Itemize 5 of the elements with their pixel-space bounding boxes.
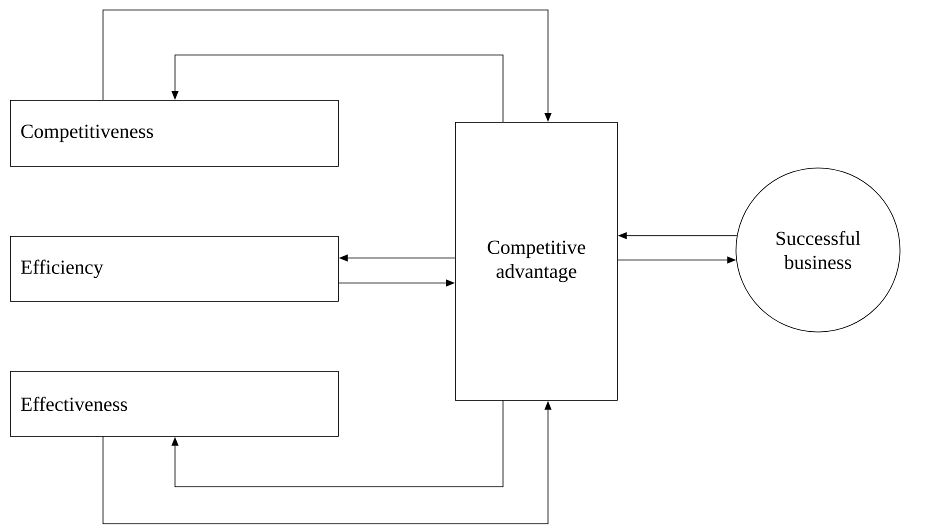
process-box: Competitive advantage xyxy=(455,122,618,401)
text-box: Efficiency xyxy=(10,236,339,302)
text-box: Competitiveness xyxy=(10,100,339,167)
arrow xyxy=(171,400,504,488)
text-box: Effectiveness xyxy=(10,370,339,437)
